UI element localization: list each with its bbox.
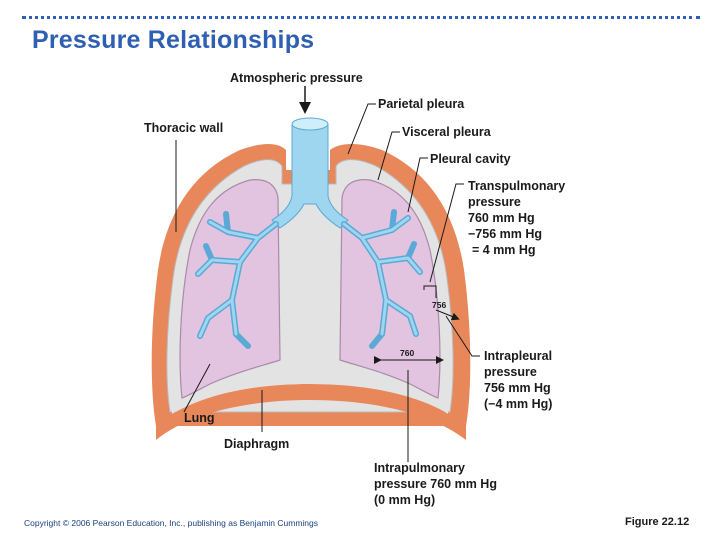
label-value-756: 756	[432, 300, 446, 310]
transpulmonary-line-2: pressure	[468, 195, 521, 209]
diaphragm-shape	[156, 384, 466, 440]
label-thoracic-wall: Thoracic wall	[144, 121, 223, 135]
intrapleural-line-4: (−4 mm Hg)	[484, 397, 552, 411]
label-diaphragm: Diaphragm	[224, 437, 289, 451]
intrapulmonary-line-1: Intrapulmonary	[374, 461, 465, 475]
transpulmonary-line-1: Transpulmonary	[468, 179, 565, 193]
label-atmospheric-pressure: Atmospheric pressure	[230, 71, 363, 85]
label-parietal-pleura: Parietal pleura	[378, 97, 465, 111]
bracket-756	[423, 285, 437, 298]
arrow-756	[435, 309, 460, 321]
transpulmonary-line-3: 760 mm Hg	[468, 211, 535, 225]
leader-lines	[175, 103, 480, 462]
trachea-opening	[291, 117, 329, 131]
slide-title: Pressure Relationships	[32, 26, 315, 54]
intrapulmonary-line-2: pressure 760 mm Hg	[374, 477, 497, 491]
trachea-shape	[271, 123, 349, 229]
intrapleural-line-3: 756 mm Hg	[484, 381, 551, 395]
label-intrapulmonary: Intrapulmonary pressure 760 mm Hg (0 mm …	[374, 461, 497, 507]
left-lung-shape	[179, 179, 281, 399]
top-rule	[22, 16, 700, 19]
intrapulmonary-line-3: (0 mm Hg)	[374, 493, 435, 507]
label-value-760: 760	[400, 348, 414, 358]
transpulmonary-line-5: = 4 mm Hg	[472, 243, 536, 257]
diaphragm-gray	[172, 374, 448, 414]
label-pleural-cavity: Pleural cavity	[430, 152, 511, 166]
intrapleural-line-1: Intrapleural	[484, 349, 552, 363]
transpulmonary-line-4: −756 mm Hg	[468, 227, 542, 241]
label-lung: Lung	[184, 411, 215, 425]
label-intrapleural: Intrapleural pressure 756 mm Hg (−4 mm H…	[484, 349, 552, 411]
figure-number: Figure 22.12	[625, 516, 690, 528]
intrapleural-line-2: pressure	[484, 365, 537, 379]
label-visceral-pleura: Visceral pleura	[402, 125, 492, 139]
label-transpulmonary: Transpulmonary pressure 760 mm Hg −756 m…	[468, 179, 565, 257]
copyright-notice: Copyright © 2006 Pearson Education, Inc.…	[24, 518, 319, 528]
